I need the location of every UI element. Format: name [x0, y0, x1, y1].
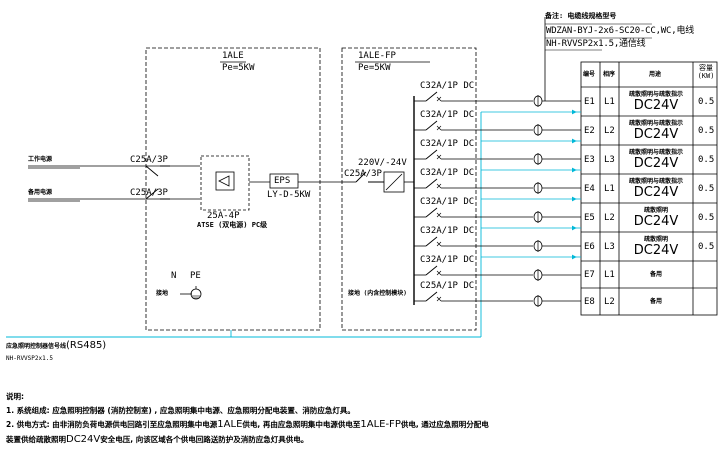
table-cell-use-voltage: DC24V: [633, 155, 679, 171]
table-cell-phase: L2: [604, 296, 615, 307]
branch-breaker-label: C32A/1P DC: [420, 81, 475, 91]
panel-fp-power: Pe=5KW: [358, 63, 391, 73]
notes-title: 说明:: [6, 392, 24, 401]
atse-box: [200, 155, 250, 211]
branch-breaker-label: C32A/1P DC: [420, 110, 475, 120]
table-cell-id: E3: [584, 154, 595, 165]
distribution-table: [580, 61, 718, 316]
table-cell-kw: 0.5: [698, 212, 715, 223]
panel-main-power: Pe=5KW: [222, 63, 255, 73]
atse-label: ATSE (双电源) PC级: [197, 221, 268, 229]
branch-circuit: [414, 236, 581, 260]
table-cell-id: E7: [584, 269, 595, 280]
branch-circuit: [414, 91, 581, 115]
branch-circuit: [414, 149, 581, 173]
table-cell-id: E1: [584, 96, 595, 107]
table-cell-use-label: 疏散照明: [643, 235, 668, 243]
table-cell-use-label: 备用: [649, 270, 662, 278]
table-cell-kw: 0.5: [698, 125, 715, 136]
table-cell-id: E2: [584, 125, 595, 136]
table-cell-use-label: 疏散照明: [643, 206, 668, 214]
input-label-standby: 备用电源: [28, 189, 53, 196]
panel-main-terminal: 接地: [156, 290, 169, 297]
table-cell-phase: L2: [604, 125, 615, 136]
panel-main-box: [145, 47, 321, 331]
table-cell-use-voltage: DC24V: [633, 213, 679, 229]
eps-spec: LY-D-5KW: [267, 190, 311, 200]
cable-spec-line1: WDZAN-BYJ-2x6-SC20-CC,WC,电线: [546, 26, 695, 36]
table-cell-use-label: 疏散照明与疏散指示: [628, 90, 683, 98]
table-cell-phase: L3: [604, 154, 615, 165]
table-header-kw: 容量 (KW): [697, 64, 715, 81]
input-breaker-work: C25A/3P: [130, 155, 168, 165]
table-cell-use-voltage: DC24V: [633, 184, 679, 200]
ground-pe: PE: [190, 271, 201, 281]
table-cell-kw: 0.5: [698, 241, 715, 252]
input-label-work: 工作电源: [28, 156, 53, 163]
table-cell-kw: 0.5: [698, 183, 715, 194]
cable-spec-header: 备注: 电缆线规格型号: [545, 12, 617, 20]
branch-breaker-label: C32A/1P DC: [420, 168, 475, 178]
table-cell-use-voltage: DC24V: [633, 242, 679, 258]
table-cell-phase: L3: [604, 241, 615, 252]
notes-line2: 2. 供电方式: 由非消防负荷电源供电回路引至应急照明集中电源1ALE供电, 再…: [6, 419, 489, 430]
fp-input-breaker: C25A/3P: [344, 169, 382, 179]
table-header-id: 编号: [583, 71, 596, 78]
bus-label: 应急照明控制器信号线(RS485): [6, 340, 107, 351]
table-cell-use-voltage: DC24V: [633, 126, 679, 142]
panel-fp-box: [341, 47, 477, 331]
input-breaker-standby: C25A/3P: [130, 188, 168, 198]
ground-n: N: [171, 271, 177, 281]
table-cell-use-voltage: DC24V: [633, 97, 679, 113]
branch-circuit: [414, 120, 581, 144]
table-header-use: 用途: [649, 71, 662, 78]
branch-breaker-label: C32A/1P DC: [420, 255, 475, 265]
table-cell-id: E5: [584, 212, 595, 223]
panel-fp-name: 1ALE-FP: [358, 51, 396, 61]
bus-cable: NH-RVVSP2x1.5: [6, 355, 53, 362]
table-cell-phase: L1: [604, 96, 615, 107]
branch-breaker-label: C32A/1P DC: [420, 197, 475, 207]
atse-rating: 25A-4P: [207, 211, 240, 221]
table-cell-kw: 0.5: [698, 96, 715, 107]
cable-spec-line2: NH-RVVSP2x1.5,通信线: [546, 39, 646, 49]
table-cell-phase: L2: [604, 212, 615, 223]
table-cell-kw: 0.5: [698, 154, 715, 165]
branch-breaker-label: C25A/1P DC: [420, 281, 475, 291]
table-cell-use-label: 疏散照明与疏散指示: [628, 119, 683, 127]
eps-box-label: EPS: [274, 176, 291, 186]
table-cell-id: E8: [584, 296, 595, 307]
table-cell-phase: L1: [604, 269, 615, 280]
panel-main-name: 1ALE: [222, 51, 244, 61]
branch-circuit: [414, 207, 581, 231]
branch-breaker-label: C32A/1P DC: [420, 139, 475, 149]
table-cell-use-label: 疏散照明与疏散指示: [628, 148, 683, 156]
table-cell-id: E4: [584, 183, 595, 194]
branch-circuit: [414, 291, 581, 307]
notes-line1: 1. 系统组成: 应急照明控制器 (消防控制室) , 应急照明集中电源、应急照明…: [6, 406, 355, 415]
table-header-phase: 相序: [603, 71, 616, 78]
notes-line3: 装置供给疏散照明DC24V安全电压, 向该区域各个供电回路送防护及消防应急灯具供…: [6, 434, 309, 445]
eps-box: [269, 173, 299, 189]
table-cell-use-label: 备用: [649, 297, 662, 305]
table-cell-phase: L1: [604, 183, 615, 194]
branch-breaker-label: C32A/1P DC: [420, 226, 475, 236]
table-cell-use-label: 疏散照明与疏散指示: [628, 177, 683, 185]
branch-circuit: [414, 265, 581, 281]
table-cell-id: E6: [584, 241, 595, 252]
transformer-label: 220V/-24V: [358, 158, 407, 168]
branch-circuit: [414, 178, 581, 202]
panel-fp-terminal: 接地 (内含控制模块): [348, 290, 407, 297]
